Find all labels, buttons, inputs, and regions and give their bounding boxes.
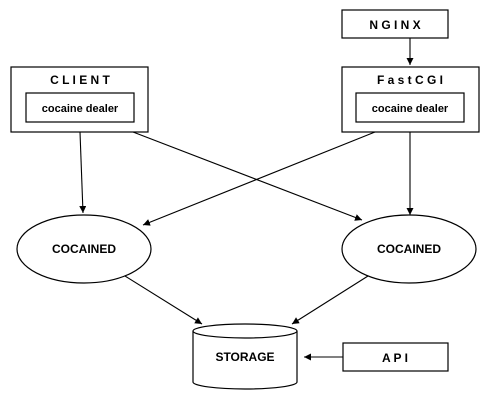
client-label: C L I E N T (50, 73, 110, 87)
node-client: C L I E N T cocaine dealer (10, 66, 149, 133)
edge-client-to-cocained-left (79, 131, 87, 214)
storage-label: STORAGE (215, 350, 274, 364)
client-dealer-label: cocaine dealer (42, 103, 119, 115)
edges (79, 38, 414, 361)
fastcgi-dealer-box (355, 92, 465, 123)
cocained-left-label: COCAINED (52, 242, 116, 256)
fastcgi-dealer-label: cocaine dealer (372, 103, 449, 115)
node-cocained-left: COCAINED (16, 214, 152, 284)
storage-cylinder-body (192, 331, 298, 390)
edge-cocained-right-to-storage (291, 275, 369, 325)
cocained-left-ellipse (16, 214, 152, 284)
node-cocained-right: COCAINED (341, 214, 477, 284)
edge-cocained-left-to-storage (124, 275, 203, 325)
node-fastcgi: F a s t C G I cocaine dealer (341, 66, 480, 133)
edge-fastcgi-to-cocained-left (142, 131, 376, 226)
storage-cylinder-top (192, 323, 298, 339)
node-nginx: N G I N X (341, 9, 449, 39)
client-dealer-box (25, 92, 135, 123)
cocained-right-label: COCAINED (377, 242, 441, 256)
cocained-right-ellipse (341, 214, 477, 284)
nginx-label: N G I N X (369, 18, 420, 32)
fastcgi-label: F a s t C G I (377, 73, 443, 87)
api-box (342, 342, 449, 372)
nginx-box (341, 9, 449, 39)
node-api: A P I (342, 342, 449, 372)
api-label: A P I (382, 351, 408, 365)
edge-client-to-cocained-right (132, 131, 363, 221)
node-storage: STORAGE (192, 323, 298, 390)
